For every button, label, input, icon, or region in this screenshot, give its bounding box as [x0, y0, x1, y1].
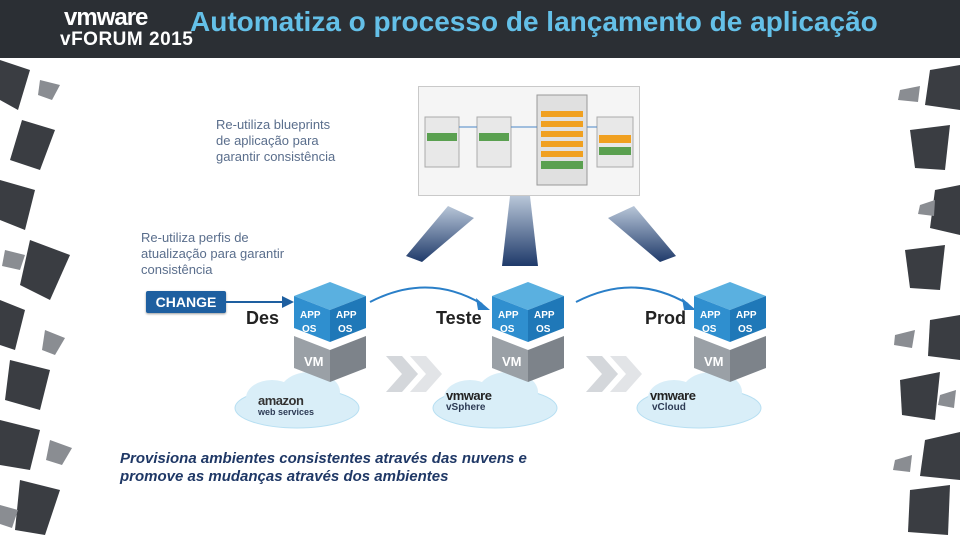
cloud-vcloud — [636, 372, 762, 429]
os-label: OS — [738, 324, 753, 335]
vm-label: VM — [704, 354, 724, 369]
app-label: APP — [336, 310, 357, 321]
vm-cube-left — [694, 336, 730, 382]
vm-cube-right — [330, 336, 366, 382]
vcloud-vmware-logo: vmware — [650, 388, 696, 403]
env-label-des: Des — [246, 308, 280, 328]
app-label: APP — [534, 310, 555, 321]
cube-graphic: APP APP OS OS VM — [694, 282, 766, 382]
chevron-arrows-1 — [386, 356, 442, 392]
env-label-prod: Prod — [645, 308, 687, 328]
os-label: OS — [500, 324, 515, 335]
vforum-logo: vFORUM 2015 — [60, 29, 194, 50]
blueprints-note: Re-utiliza blueprints de aplicação para … — [216, 117, 336, 164]
blueprint-screenshot — [418, 86, 640, 196]
env-label-teste: Teste — [436, 308, 482, 328]
cube-graphic: APP APP OS OS VM — [492, 282, 564, 382]
promote-arc-2 — [575, 286, 696, 310]
app-cube-right — [730, 296, 766, 342]
cube-stack-teste: APP APP OS OS VM — [488, 280, 568, 395]
cloud-amazon — [234, 372, 360, 429]
profiles-note: Re-utiliza perfis de atualização para ga… — [141, 230, 285, 277]
app-cube-right — [528, 296, 564, 342]
cube-stack-prod: APP APP OS OS VM — [690, 280, 770, 395]
app-label: APP — [700, 310, 721, 321]
app-cube-left — [294, 296, 330, 342]
vm-label: VM — [304, 354, 324, 369]
vm-cube-left — [294, 336, 330, 382]
app-label: APP — [498, 310, 519, 321]
os-label: OS — [338, 324, 353, 335]
vsphere-vmware-logo: vmware — [446, 388, 492, 403]
vm-cube-left — [492, 336, 528, 382]
change-badge: CHANGE — [146, 291, 226, 313]
os-label: OS — [302, 324, 317, 335]
os-label: OS — [536, 324, 551, 335]
amazon-logo: amazon — [258, 393, 304, 408]
rubble-decoration-left — [0, 60, 72, 535]
app-cube-left — [492, 296, 528, 342]
funnel-graphic — [406, 196, 676, 266]
app-label: APP — [736, 310, 757, 321]
app-label: APP — [300, 310, 321, 321]
blueprint-diagram — [424, 94, 634, 186]
cube-graphic: APP APP OS OS VM — [294, 282, 366, 382]
app-cube-right — [330, 296, 366, 342]
amazon-sub: web services — [258, 407, 315, 417]
rubble-decoration-right — [893, 65, 960, 535]
vm-label: VM — [502, 354, 522, 369]
vsphere-label: vSphere — [446, 402, 486, 413]
footer-caption: Provisiona ambientes consistentes atravé… — [120, 450, 527, 485]
vm-cube-right — [730, 336, 766, 382]
cloud-vsphere — [432, 372, 558, 429]
promote-arc-1 — [369, 286, 490, 310]
os-label: OS — [702, 324, 717, 335]
vcloud-label: vCloud — [652, 402, 686, 413]
app-cube-left — [694, 296, 730, 342]
header-bar: vmware vFORUM 2015 Automatiza o processo… — [0, 0, 960, 58]
slide-title: Automatiza o processo de lançamento de a… — [190, 6, 878, 37]
vmware-logo: vmware — [64, 4, 148, 31]
vm-cube-right — [528, 336, 564, 382]
chevron-arrows-2 — [586, 356, 642, 392]
change-arrow — [226, 296, 294, 308]
cube-stack-des: APP APP OS OS VM — [290, 280, 370, 395]
